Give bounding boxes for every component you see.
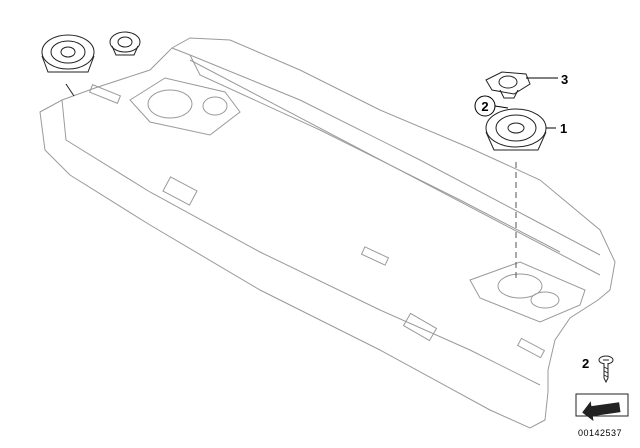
- speaker-part-1: [485, 108, 547, 151]
- part-number: 00142537: [578, 428, 622, 438]
- screw-icon: [598, 355, 614, 384]
- left-speaker-illustration: [41, 34, 95, 97]
- tweeter-part-3: [485, 71, 531, 99]
- direction-arrow-icon: [575, 393, 629, 422]
- parcel-shelf: [39, 37, 616, 429]
- callout-2-leader: [494, 105, 509, 109]
- screw-legend: 2: [582, 355, 614, 384]
- screw-legend-number: 2: [582, 356, 589, 371]
- callout-1-label: 1: [560, 121, 567, 136]
- left-tweeter-illustration: [109, 31, 141, 56]
- callout-2-label: 2: [481, 99, 488, 114]
- callout-3-label: 3: [561, 72, 568, 87]
